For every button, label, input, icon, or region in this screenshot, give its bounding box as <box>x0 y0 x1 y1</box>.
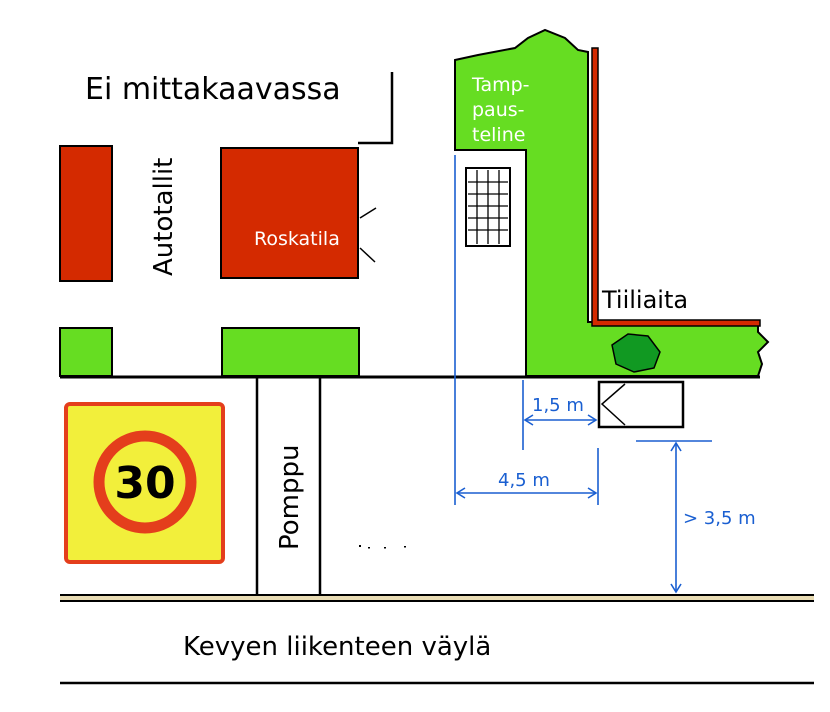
door-mark-bottom <box>359 247 376 263</box>
dimension-label-3-5m: > 3,5 m <box>683 508 756 529</box>
bush <box>611 333 661 373</box>
rack-label-line1: Tamp- <box>471 74 530 96</box>
dimension-label-4-5m: 4,5 m <box>498 470 550 491</box>
garages-label: Autotallit <box>149 158 179 276</box>
rack-label-line2: paus- <box>472 99 525 121</box>
lawn-patch-middle <box>221 327 360 377</box>
pump-label: Pomppu <box>275 445 305 550</box>
brick-fence-label: Tiiliaita <box>601 286 688 314</box>
boundary-corner-line <box>358 72 394 145</box>
scale-note: Ei mittakaavassa <box>85 72 341 107</box>
parking-spot-arrow <box>600 383 626 426</box>
garage-building-left <box>59 145 113 282</box>
path-label: Kevyen liikenteen väylä <box>183 632 491 662</box>
waste-room-building <box>220 147 359 279</box>
door-mark-top <box>359 207 377 219</box>
parking-spot <box>597 380 685 429</box>
carpet-rack-slats <box>468 170 508 244</box>
speed-limit-number: 30 <box>114 458 175 509</box>
lawn-patch-left <box>59 327 113 377</box>
waste-room-label: Roskatila <box>254 228 340 250</box>
brick-fence <box>591 47 761 327</box>
dimension-label-1-5m: 1,5 m <box>532 395 584 416</box>
path-edge-band <box>60 595 814 601</box>
faint-dots <box>359 545 406 549</box>
dimension-lines <box>454 155 712 594</box>
speed-limit-ring <box>93 430 197 534</box>
rack-label-line3: teline <box>472 124 525 146</box>
